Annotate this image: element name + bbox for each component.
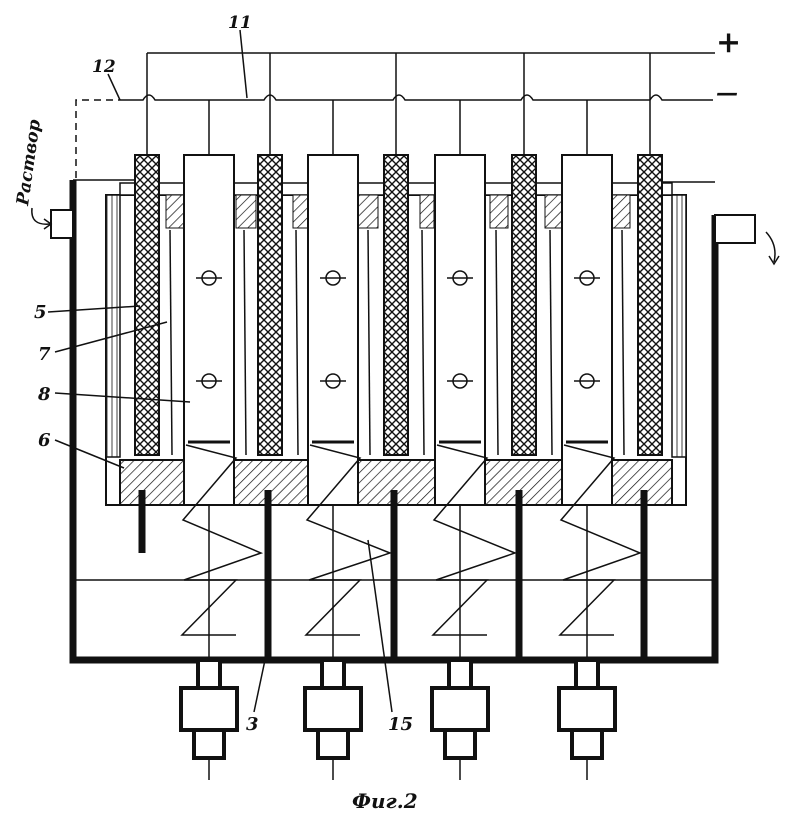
label-11: 11 bbox=[228, 13, 252, 33]
cathode bbox=[184, 155, 234, 505]
cathode bbox=[562, 155, 612, 505]
label-7: 7 bbox=[38, 344, 51, 365]
label-8: 8 bbox=[37, 384, 51, 405]
anode bbox=[638, 155, 662, 455]
anode bbox=[384, 155, 408, 455]
label-15: 15 bbox=[388, 714, 413, 735]
figure-caption: Фиг.2 bbox=[352, 789, 418, 813]
side-wall-right bbox=[672, 195, 686, 457]
label-3: 3 bbox=[246, 714, 259, 735]
inlet-pipe bbox=[51, 210, 73, 238]
anode bbox=[135, 155, 159, 455]
label-5: 5 bbox=[34, 302, 47, 323]
anode bbox=[258, 155, 282, 455]
solution-label: Раствор bbox=[13, 118, 45, 208]
minus-label: — bbox=[716, 80, 738, 106]
cathode bbox=[308, 155, 358, 505]
cathode bbox=[435, 155, 485, 505]
anode bbox=[512, 155, 536, 455]
outlet-pipe bbox=[715, 215, 755, 243]
plus-label: + bbox=[716, 25, 741, 60]
bottom-fittings bbox=[181, 660, 615, 758]
label-12: 12 bbox=[92, 57, 116, 77]
side-wall-left bbox=[106, 195, 120, 457]
label-6: 6 bbox=[38, 430, 51, 451]
